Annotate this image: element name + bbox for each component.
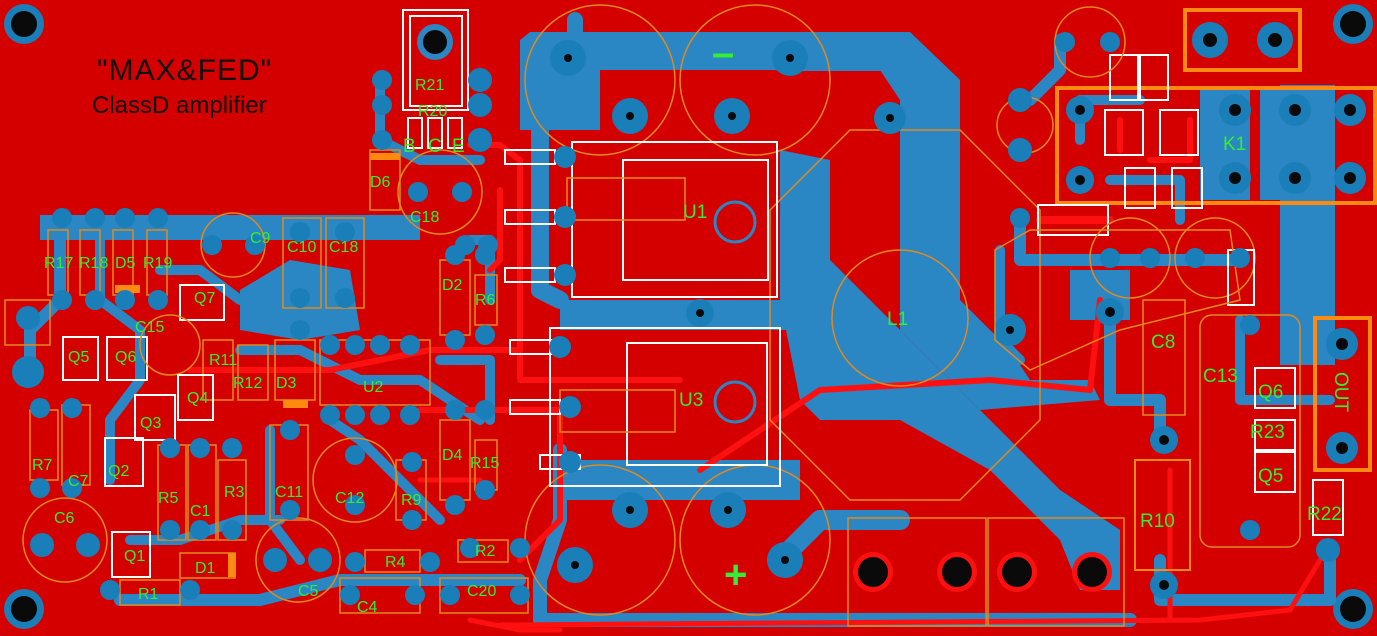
ref-U2: U2 — [363, 379, 384, 396]
ref-Q7: Q7 — [194, 290, 215, 307]
ref-C9: C9 — [250, 230, 271, 247]
ref-R10: R10 — [1140, 511, 1175, 532]
mounting-holes — [4, 4, 1373, 629]
ref-D2: D2 — [442, 277, 463, 294]
ref-C10: C10 — [287, 239, 316, 256]
polarity-minus: – — [712, 31, 734, 75]
ref-C4: C4 — [357, 599, 378, 616]
ref-D6: D6 — [370, 174, 391, 191]
ref-R1: R1 — [138, 586, 159, 603]
ref-C12: C12 — [335, 490, 364, 507]
pin-label-e: E — [452, 136, 465, 157]
inductor-l1 — [769, 102, 1041, 501]
ref-D5: D5 — [115, 255, 136, 272]
ref-R3: R3 — [224, 484, 245, 501]
ref-R4: R4 — [385, 554, 406, 571]
ref-D4: D4 — [442, 447, 463, 464]
power-ics — [504, 141, 781, 487]
ref-Q6b: Q6 — [1258, 382, 1283, 403]
ref-C11: C11 — [275, 484, 303, 501]
ref-U3: U3 — [679, 390, 703, 411]
ref-C1: C1 — [190, 503, 211, 520]
ref-R9: R9 — [401, 492, 422, 509]
ref-R18: R18 — [79, 255, 108, 272]
ref-R22: R22 — [1307, 504, 1342, 525]
bulk-capacitor-outline — [524, 4, 676, 156]
ref-R2: R2 — [475, 543, 496, 560]
power-terminals — [847, 517, 1125, 627]
polarity-plus: + — [724, 553, 747, 597]
ref-D3: D3 — [276, 375, 297, 392]
ref-L1: L1 — [887, 309, 908, 330]
ref-R17: R17 — [44, 255, 73, 272]
component-labels: R21 R20 D6 C18 C9 C10 C18 R17 R18 D5 R19… — [32, 77, 1342, 616]
output-label: OUT — [1330, 372, 1351, 413]
ref-Q5: Q5 — [68, 349, 89, 366]
ref-Q3: Q3 — [140, 415, 161, 432]
ref-C20: C20 — [467, 583, 496, 600]
ref-R5: R5 — [158, 490, 179, 507]
ref-C18b: C18 — [329, 239, 358, 256]
to220-regulator — [402, 9, 469, 149]
ref-C13: C13 — [1203, 366, 1238, 387]
output-filter-components — [1096, 298, 1344, 599]
bulk-capacitors — [524, 4, 831, 616]
ref-D1: D1 — [195, 560, 216, 577]
board-subtitle: ClassD amplifier — [92, 92, 267, 119]
ref-K1: K1 — [1223, 134, 1246, 155]
ref-Q2: Q2 — [108, 463, 129, 480]
board-title: "MAX&FED" — [97, 54, 272, 87]
ref-Q4: Q4 — [187, 390, 208, 407]
ref-R11: R11 — [209, 352, 237, 369]
ref-R19: R19 — [143, 255, 172, 272]
ref-Q6: Q6 — [115, 349, 136, 366]
ref-R23: R23 — [1250, 422, 1285, 443]
ref-C5: C5 — [298, 583, 319, 600]
relay-k1 — [994, 6, 1377, 371]
ref-U1: U1 — [683, 202, 707, 223]
pin-label-c: C — [428, 136, 442, 157]
bottom-copper-pours — [40, 32, 1335, 590]
ref-R20: R20 — [418, 103, 447, 120]
ref-C6: C6 — [54, 510, 75, 527]
ref-R21: R21 — [415, 77, 444, 94]
ref-R7: R7 — [32, 457, 53, 474]
ref-C8: C8 — [1151, 332, 1175, 353]
ref-Q1: Q1 — [124, 548, 145, 565]
pin-label-b: B — [403, 136, 416, 157]
ref-Q5b: Q5 — [1258, 466, 1283, 487]
output-connector — [1313, 316, 1372, 472]
ref-R6: R6 — [475, 292, 496, 309]
ref-R15: R15 — [470, 455, 499, 472]
ref-C18: C18 — [410, 209, 439, 226]
through-hole-pads — [12, 32, 1250, 605]
ref-C15: C15 — [135, 319, 164, 336]
ref-R12: R12 — [233, 375, 262, 392]
bulk-capacitor-outline — [679, 4, 831, 156]
ref-C7: C7 — [68, 473, 89, 490]
